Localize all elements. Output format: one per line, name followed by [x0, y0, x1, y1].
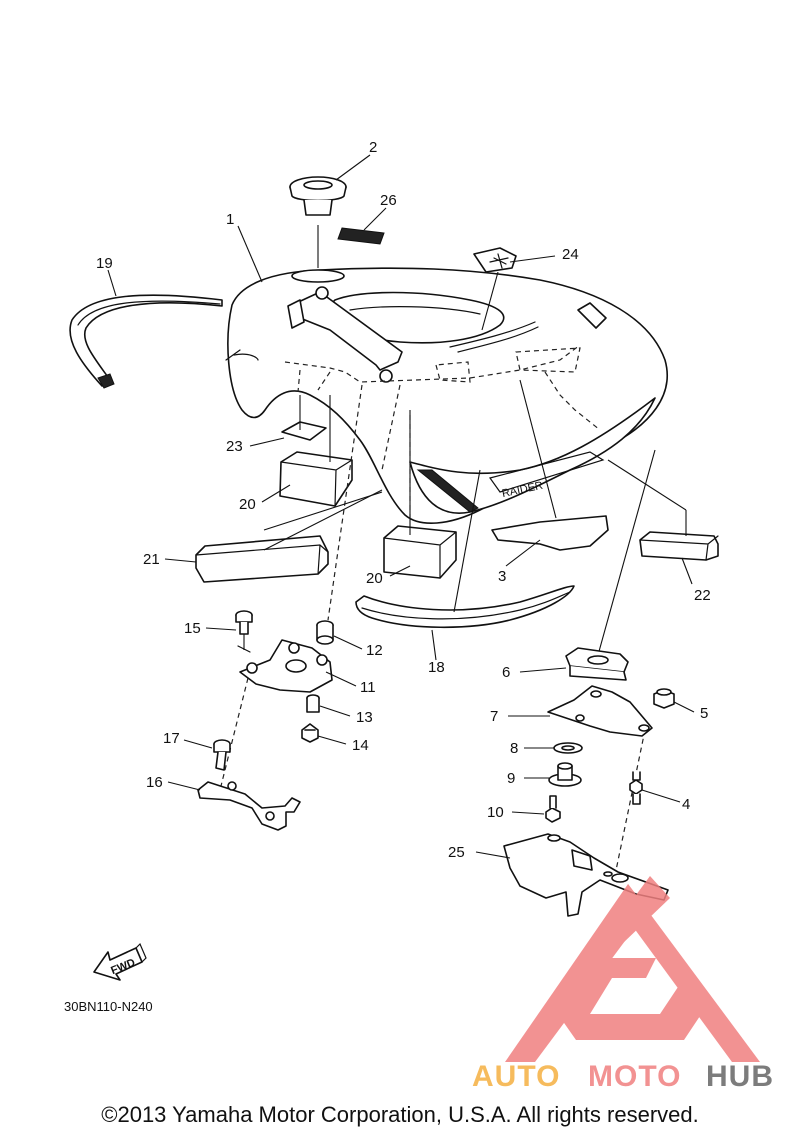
fuel-tank: RAIDER [225, 267, 668, 524]
damper-20-left [279, 451, 353, 507]
callout-1: 1 [226, 211, 234, 228]
callout-23: 23 [226, 438, 243, 455]
callout-14: 14 [352, 737, 369, 754]
callout-22: 22 [694, 587, 711, 604]
callout-leaders [107, 154, 695, 859]
callout-18: 18 [428, 659, 445, 676]
callout-10: 10 [487, 804, 504, 821]
callout-13: 13 [356, 709, 373, 726]
callout-20-left: 20 [239, 496, 256, 513]
emblem-decal [473, 247, 517, 273]
fwd-arrow-icon: FWD [93, 942, 147, 981]
damper-20-center [383, 525, 457, 579]
bracket-25 [503, 833, 669, 917]
watermark-logo: AUTO MOTO HUB [472, 876, 774, 1093]
callout-25: 25 [448, 844, 465, 861]
callout-17: 17 [163, 730, 180, 747]
trim-strip [69, 294, 223, 389]
bolt-15 [235, 610, 253, 653]
callout-24: 24 [562, 246, 579, 263]
collar-13 [306, 694, 320, 713]
caution-label [337, 227, 385, 245]
callout-9: 9 [507, 770, 515, 787]
bolt-10 [545, 795, 561, 823]
pad-23 [281, 421, 327, 441]
bracket-16 [197, 781, 301, 831]
callout-16: 16 [146, 774, 163, 791]
callout-20-center: 20 [366, 570, 383, 587]
damper-6 [565, 647, 629, 681]
bolt-14 [301, 723, 319, 743]
bracket-7 [547, 685, 653, 737]
watermark-word-1: AUTO [472, 1060, 560, 1093]
watermark-word-2: MOTO [588, 1060, 681, 1093]
callout-2: 2 [369, 139, 377, 156]
emblem-guide-line [481, 271, 499, 331]
bolt-17 [213, 739, 231, 771]
nut-5 [653, 688, 675, 709]
filler-cap [289, 176, 347, 216]
bracket-11 [239, 639, 333, 693]
callout-11: 11 [360, 679, 376, 696]
damper-22 [639, 531, 719, 561]
callout-15: 15 [184, 620, 201, 637]
callout-19: 19 [96, 255, 113, 272]
collar-9 [548, 762, 582, 787]
callout-5: 5 [700, 705, 708, 722]
watermark-word-3: HUB [706, 1060, 774, 1093]
callout-26: 26 [380, 192, 397, 209]
callout-21: 21 [143, 551, 160, 568]
callout-3: 3 [498, 568, 506, 585]
callout-numbers: 1 2 3 4 5 6 7 8 9 10 11 12 13 14 15 16 1… [96, 139, 711, 861]
grommet-12 [316, 620, 334, 645]
callout-4: 4 [682, 796, 690, 813]
assembly-guide-lines [219, 379, 687, 881]
callout-7: 7 [490, 708, 498, 725]
diagram-code: 30BN110-N240 [64, 999, 153, 1014]
lower-trim [355, 585, 575, 629]
side-decal [491, 515, 609, 551]
washer-8 [553, 742, 583, 754]
bolt-4 [629, 771, 643, 805]
callout-6: 6 [502, 664, 510, 681]
damper-21 [195, 535, 329, 583]
callout-12: 12 [366, 642, 383, 659]
copyright-notice: ©2013 Yamaha Motor Corporation, U.S.A. A… [101, 1102, 699, 1127]
callout-8: 8 [510, 740, 518, 757]
